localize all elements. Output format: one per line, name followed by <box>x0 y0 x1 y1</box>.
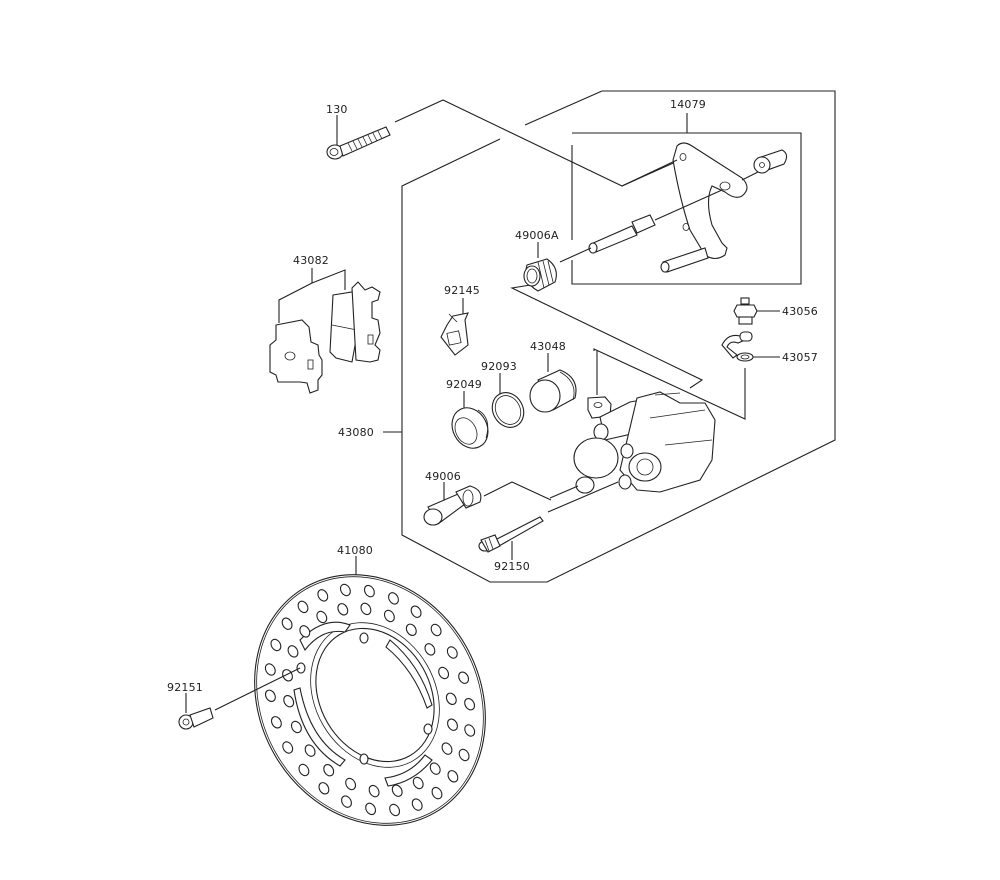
label-92145[interactable]: 92145 <box>444 284 480 297</box>
label-43080[interactable]: 43080 <box>338 426 374 439</box>
label-14079[interactable]: 14079 <box>670 98 706 111</box>
label-43082[interactable]: 43082 <box>293 254 329 267</box>
part-92049-piston-seal[interactable] <box>445 391 495 455</box>
disc-vent-hole <box>341 795 352 808</box>
label-49006A[interactable]: 49006A <box>515 229 559 242</box>
disc-vent-hole <box>424 643 436 656</box>
disc-vent-hole <box>445 692 457 706</box>
label-92093[interactable]: 92093 <box>481 360 517 373</box>
caliper-assembly-outline <box>401 90 836 583</box>
label-41080[interactable]: 41080 <box>337 544 373 557</box>
disc-vent-hole <box>447 718 458 731</box>
part-14079-bracket[interactable] <box>559 113 788 273</box>
disc-vent-hole <box>430 623 442 637</box>
disc-vent-hole <box>290 720 302 734</box>
disc-vent-hole <box>316 610 328 624</box>
disc-vent-hole <box>464 697 476 711</box>
disc-vent-hole <box>264 663 276 676</box>
disc-vent-hole <box>458 748 470 762</box>
disc-vent-hole <box>337 603 349 616</box>
disc-vent-hole <box>458 671 470 684</box>
part-43048-piston[interactable] <box>529 353 577 413</box>
disc-vent-hole <box>360 602 372 616</box>
label-43056[interactable]: 43056 <box>782 305 818 318</box>
disc-vent-hole <box>388 592 399 605</box>
disc-vent-hole <box>270 638 282 652</box>
disc-vent-hole <box>281 617 293 630</box>
label-130[interactable]: 130 <box>326 103 348 116</box>
part-43082-brake-pads[interactable] <box>269 268 381 394</box>
disc-vent-hole <box>405 623 417 637</box>
disc-vent-hole <box>323 763 335 777</box>
disc-vent-hole <box>282 741 294 754</box>
disc-vent-hole <box>270 716 282 729</box>
disc-vent-hole <box>299 625 311 638</box>
part-49006-slide-pin[interactable] <box>423 481 552 526</box>
disc-vent-hole <box>287 645 299 658</box>
disc-vent-hole <box>446 646 458 659</box>
part-92150-pad-pin[interactable] <box>478 516 544 560</box>
disc-vent-hole <box>317 589 329 602</box>
disc-vent-hole <box>318 782 330 795</box>
disc-vent-hole <box>464 724 476 737</box>
disc-vent-hole <box>412 776 424 790</box>
disc-vent-hole <box>264 689 276 703</box>
label-49006[interactable]: 49006 <box>425 470 461 483</box>
disc-vent-hole <box>410 605 422 618</box>
part-92151-disc-bolt[interactable] <box>178 667 301 730</box>
disc-vent-hole <box>391 784 403 797</box>
part-92145-pad-spring[interactable] <box>440 298 469 356</box>
part-43056-bleeder-valve[interactable] <box>733 297 780 325</box>
disc-vent-hole <box>339 583 351 597</box>
bracket-14079-box <box>571 132 802 285</box>
part-130-bolt[interactable] <box>326 115 391 160</box>
label-92150[interactable]: 92150 <box>494 560 530 573</box>
part-41080-brake-disc[interactable] <box>210 532 531 867</box>
part-92093-dust-seal[interactable] <box>486 373 529 433</box>
disc-vent-hole <box>368 784 380 798</box>
disc-vent-hole <box>283 694 295 708</box>
part-49006A-boot[interactable] <box>523 242 557 292</box>
disc-vent-hole <box>383 609 395 623</box>
disc-vent-hole <box>411 798 423 811</box>
bolt-130-leader <box>394 99 681 187</box>
disc-vent-hole <box>389 803 401 817</box>
disc-vent-hole <box>365 802 377 816</box>
disc-vent-hole <box>297 600 309 614</box>
disc-vent-hole <box>441 742 453 755</box>
disc-vent-hole <box>304 744 316 757</box>
disc-vent-holes <box>264 583 476 817</box>
disc-vent-hole <box>345 777 357 791</box>
label-92151[interactable]: 92151 <box>167 681 203 694</box>
disc-vent-hole <box>447 770 459 783</box>
label-43048[interactable]: 43048 <box>530 340 566 353</box>
disc-vent-hole <box>298 763 310 777</box>
label-92049[interactable]: 92049 <box>446 378 482 391</box>
disc-vent-hole <box>429 762 441 775</box>
disc-vent-hole <box>363 584 375 598</box>
caliper-body[interactable] <box>547 351 716 513</box>
part-43057-bleeder-cap[interactable] <box>721 331 780 362</box>
disc-vent-hole <box>438 666 450 680</box>
label-43057[interactable]: 43057 <box>782 351 818 364</box>
disc-vent-hole <box>431 786 443 800</box>
